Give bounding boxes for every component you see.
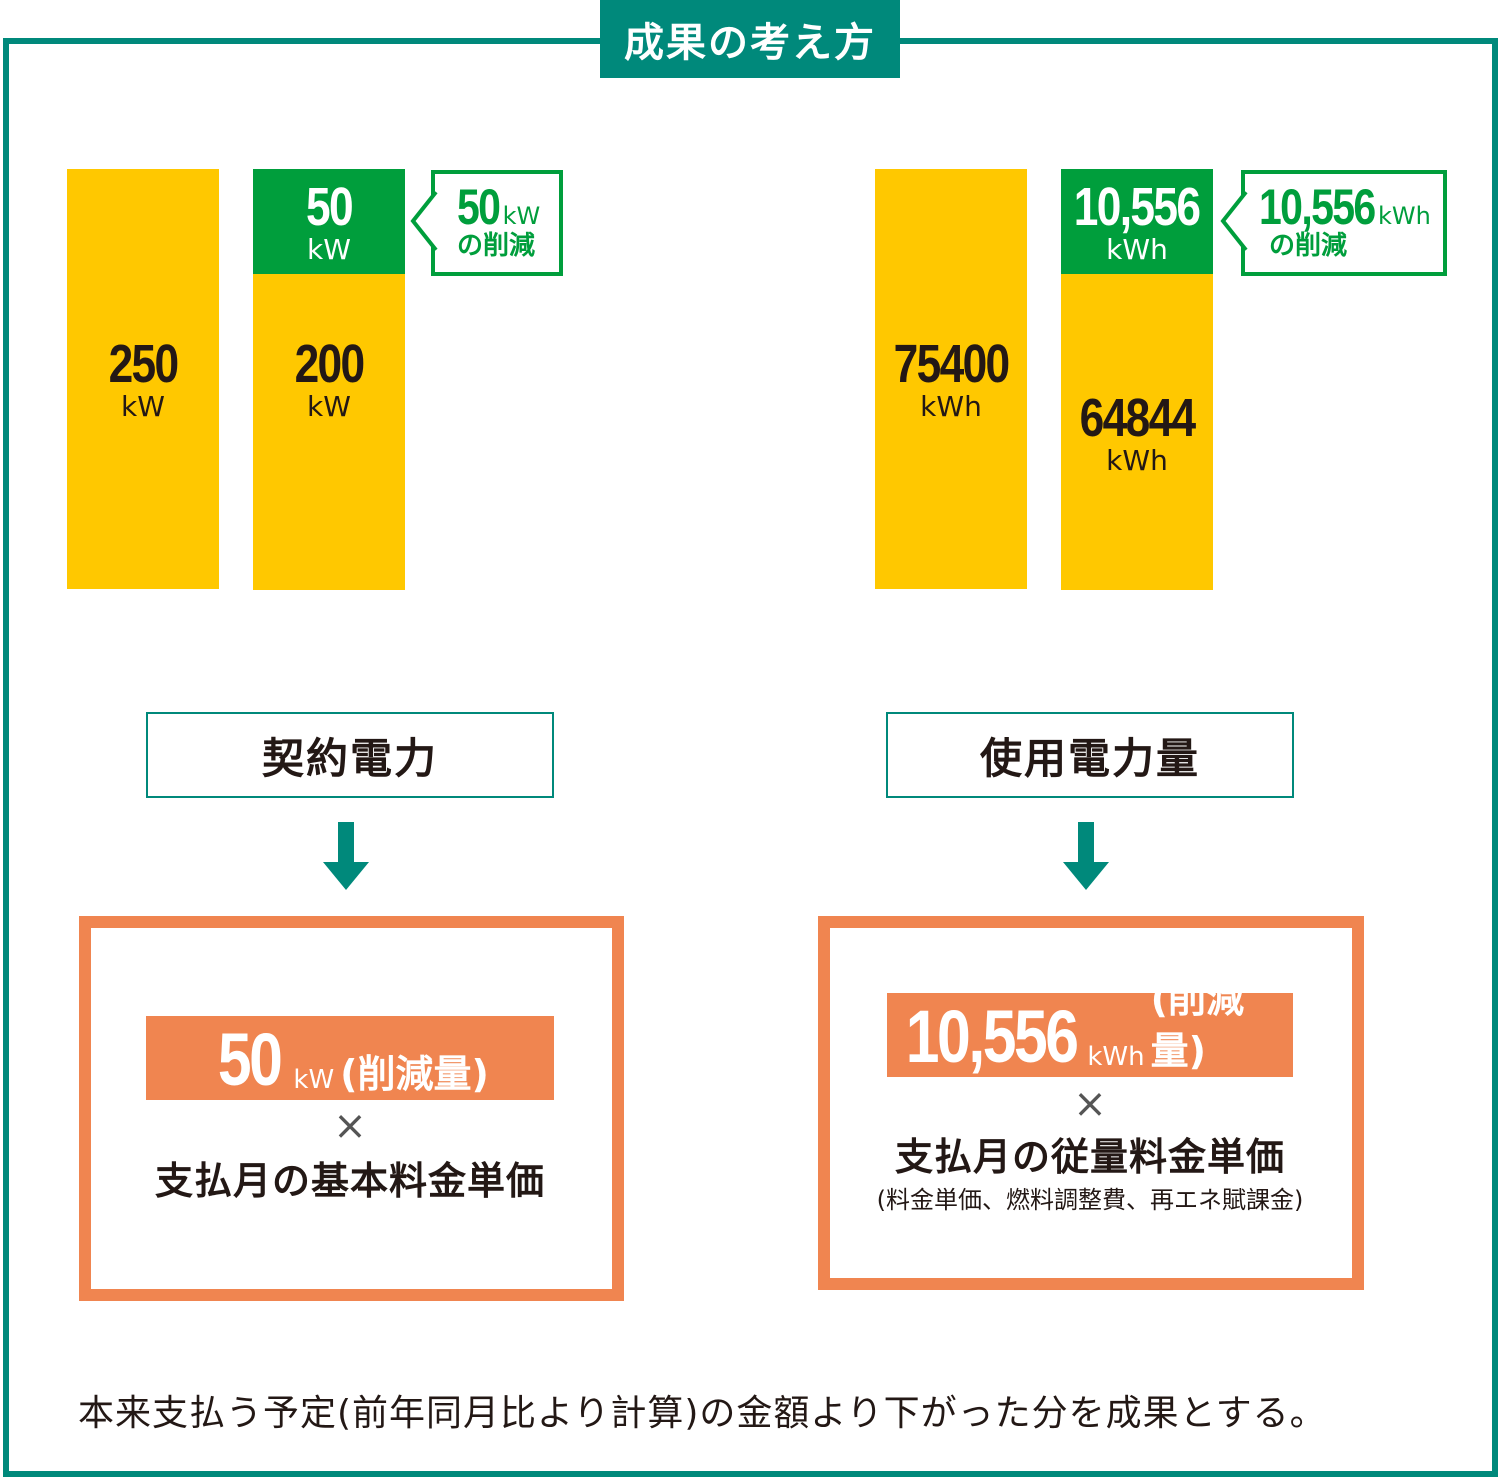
- formula-box-usage: [818, 916, 1364, 1290]
- formula-text: 支払月の基本料金単価: [154, 1159, 545, 1203]
- bar-before-usage: 75400 kWh: [875, 169, 1027, 589]
- callout-unit: kW: [502, 202, 541, 230]
- callout-pointer-icon: [410, 190, 438, 252]
- bar-after-unit: kWh: [1106, 444, 1168, 477]
- bar-reduction-unit: kW: [307, 232, 351, 266]
- bar-before-value: 250: [108, 334, 180, 394]
- callout-pointer-icon: [1220, 190, 1248, 252]
- formula-note: (料金単価、燃料調整費、再エネ賦課金): [876, 1186, 1304, 1214]
- formula-paren: (削減量): [340, 1052, 489, 1096]
- bar-reduction-contract-power: 50 kW: [253, 169, 405, 274]
- formula-reduction-bar: 10,556 kWh (削減量): [887, 977, 1293, 1078]
- title-tab: 成果の考え方: [600, 0, 900, 78]
- times-symbol: ×: [333, 1103, 367, 1149]
- bar-before-unit: kW: [121, 390, 165, 423]
- times-symbol: ×: [1073, 1081, 1107, 1127]
- formula-value: 10,556: [905, 995, 1079, 1078]
- bar-before-value: 75400: [893, 334, 1011, 394]
- bar-after-value: 64844: [1079, 388, 1197, 448]
- callout-unit: kWh: [1377, 202, 1431, 230]
- bar-before-contract-power: 250 kW: [67, 169, 219, 589]
- formula-box-contract: [79, 916, 624, 1301]
- formula-unit: kWh: [1087, 1042, 1145, 1072]
- bar-reduction-value: 10,556: [1074, 176, 1201, 237]
- bar-after-value: 200: [294, 334, 366, 394]
- label-contract-power: 契約電力: [146, 712, 554, 798]
- bar-after-usage: 64844 kWh: [1061, 274, 1213, 590]
- callout-value: 50: [457, 179, 501, 235]
- formula-text: 支払月の従量料金単価: [894, 1135, 1285, 1179]
- bottom-note: 本来支払う予定(前年同月比より計算)の金額より下がった分を成果とする。: [78, 1393, 1327, 1434]
- formula-paren: (削減量): [1150, 977, 1244, 1073]
- bar-after-unit: kW: [307, 390, 351, 423]
- label-usage: 使用電力量: [886, 712, 1294, 798]
- bar-reduction-value: 50: [306, 176, 354, 237]
- callout-suffix: の削減: [1269, 231, 1348, 261]
- formula-value: 50: [217, 1018, 283, 1101]
- bar-after-contract-power: 200 kW: [253, 274, 405, 590]
- bar-reduction-unit: kWh: [1106, 232, 1168, 266]
- down-arrow-icon: [1063, 822, 1109, 890]
- bar-reduction-usage: 10,556 kWh: [1061, 169, 1213, 274]
- bar-before-unit: kWh: [920, 390, 982, 423]
- callout-suffix: の削減: [457, 231, 536, 261]
- callout-value: 10,556: [1259, 179, 1376, 235]
- down-arrow-icon: [323, 822, 369, 890]
- formula-unit: kW: [293, 1065, 335, 1095]
- formula-reduction-bar: 50 kW (削減量): [146, 1016, 554, 1100]
